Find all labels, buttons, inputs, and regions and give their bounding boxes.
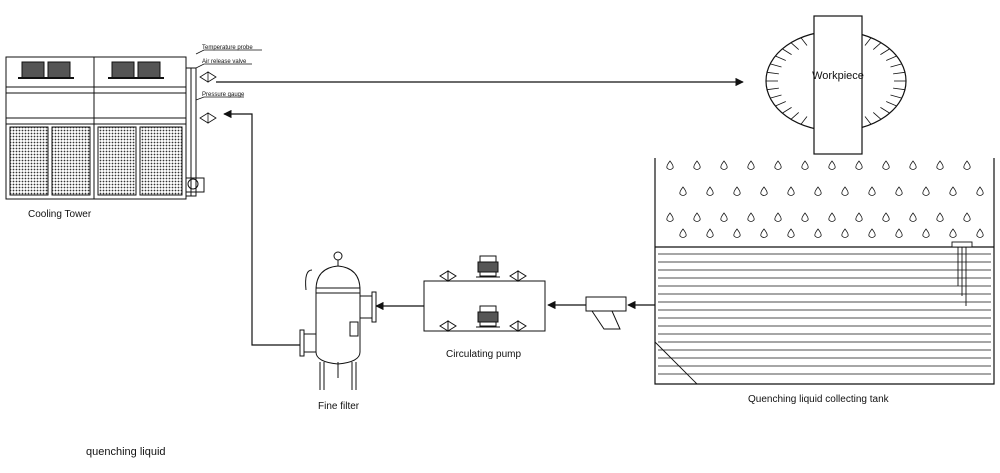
fine-filter-label: Fine filter (318, 401, 360, 412)
air-release-valve-label: Air release valve (202, 59, 247, 65)
pump-icon (476, 305, 500, 328)
pump-icon (476, 255, 500, 278)
fine-filter (299, 251, 377, 390)
valve-icon (439, 270, 457, 282)
cooling-tower (5, 56, 205, 200)
pressure-gauge-label: Pressure gauge (202, 92, 245, 98)
return-pipe (223, 109, 308, 346)
valve-icon (509, 270, 527, 282)
tank-walls (654, 158, 995, 385)
valve-icon (199, 71, 217, 83)
liquid-surface-lines (658, 253, 991, 375)
fan-icon (108, 61, 164, 79)
valve-icon (199, 112, 217, 124)
strainer-icon (585, 296, 627, 330)
fan-icon (18, 61, 74, 79)
droplet-icons (666, 160, 984, 238)
collecting-tank-label: Quenching liquid collecting tank (748, 394, 890, 405)
cooling-tower-label: Cooling Tower (28, 209, 92, 220)
valve-icon (509, 320, 527, 332)
circulating-pump-label: Circulating pump (446, 349, 521, 360)
level-probe-icon (951, 241, 973, 306)
temperature-probe-label: Temperature probe (202, 45, 253, 51)
valve-icon (439, 320, 457, 332)
workpiece-label: Workpiece (812, 70, 864, 82)
workpiece (765, 15, 907, 155)
footer-caption: quenching liquid (86, 446, 166, 458)
circulating-pump (423, 255, 546, 332)
collecting-tank (654, 158, 995, 385)
spray-lines (766, 37, 906, 125)
